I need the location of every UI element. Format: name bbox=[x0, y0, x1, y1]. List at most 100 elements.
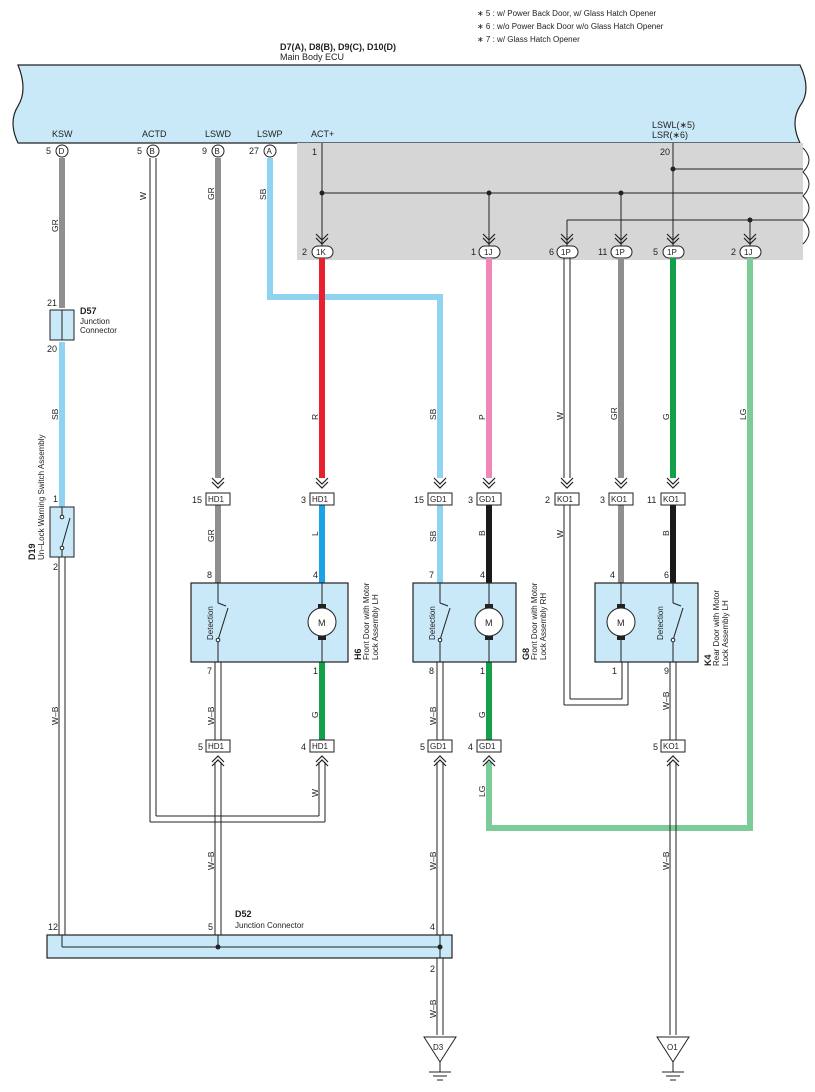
svg-text:4: 4 bbox=[301, 742, 306, 752]
svg-text:4: 4 bbox=[610, 570, 615, 580]
svg-text:1K: 1K bbox=[316, 248, 326, 257]
svg-text:Front Door with Motor: Front Door with Motor bbox=[530, 582, 539, 660]
wire-lbl-w2: W bbox=[555, 412, 565, 420]
wire-lbl-b1: B bbox=[477, 530, 487, 536]
h6-motor-icon: M bbox=[318, 618, 326, 628]
ecu-name: Main Body ECU bbox=[280, 52, 344, 62]
svg-text:11: 11 bbox=[598, 247, 607, 257]
svg-text:1J: 1J bbox=[744, 248, 752, 257]
svg-text:7: 7 bbox=[207, 666, 212, 676]
wire-lbl-p: P bbox=[477, 414, 487, 420]
svg-text:2: 2 bbox=[302, 247, 307, 257]
svg-text:1: 1 bbox=[480, 666, 485, 676]
wire-lbl-lg: LG bbox=[738, 409, 748, 420]
svg-text:9: 9 bbox=[664, 666, 669, 676]
svg-text:20: 20 bbox=[47, 344, 57, 354]
wire-lbl-lg2: LG bbox=[477, 786, 487, 797]
svg-text:Detection: Detection bbox=[206, 606, 215, 640]
svg-text:D57: D57 bbox=[80, 306, 97, 316]
svg-text:4: 4 bbox=[430, 922, 435, 932]
svg-text:Lock Assembly LH: Lock Assembly LH bbox=[721, 600, 730, 666]
svg-text:Detection: Detection bbox=[656, 606, 665, 640]
svg-text:8: 8 bbox=[207, 570, 212, 580]
svg-text:D52: D52 bbox=[235, 909, 252, 919]
svg-text:GD1: GD1 bbox=[479, 742, 496, 751]
svg-text:H6: H6 bbox=[353, 648, 363, 660]
term-ksw: KSW bbox=[52, 129, 73, 139]
wire-lbl-wb2: W–B bbox=[428, 706, 438, 725]
wire-lbl-b2: B bbox=[661, 530, 671, 536]
svg-text:4: 4 bbox=[480, 570, 485, 580]
svg-text:5: 5 bbox=[653, 247, 658, 257]
inline-1p-5: 5 1P bbox=[653, 245, 685, 259]
wire-lbl-d19: W–B bbox=[50, 706, 60, 725]
svg-text:Junction Connector: Junction Connector bbox=[235, 921, 304, 930]
svg-text:D3: D3 bbox=[433, 1043, 444, 1052]
term-lswd: LSWD bbox=[205, 129, 232, 139]
svg-text:GD1: GD1 bbox=[479, 495, 496, 504]
svg-text:21: 21 bbox=[47, 298, 57, 308]
svg-text:3: 3 bbox=[468, 495, 473, 505]
hd1-upper-3: 3 HD1 bbox=[301, 492, 335, 506]
d19-switch: 1 2 D19 Un–Lock Warning Switch Assembly bbox=[27, 434, 75, 572]
svg-text:5: 5 bbox=[198, 742, 203, 752]
pin-ksw: 5 bbox=[46, 146, 51, 156]
svg-text:2: 2 bbox=[430, 964, 435, 974]
svg-text:K4: K4 bbox=[703, 654, 713, 666]
svg-text:HD1: HD1 bbox=[208, 742, 225, 751]
pin-actd: 5 bbox=[137, 146, 142, 156]
wire-lbl-actd: W bbox=[138, 192, 148, 200]
svg-text:Connector: Connector bbox=[80, 326, 117, 335]
wire-lbl-wb1: W–B bbox=[206, 706, 216, 725]
svg-text:2: 2 bbox=[53, 562, 58, 572]
wire-lbl-sb2: SB bbox=[428, 408, 438, 420]
wire-lbl-gr3: GR bbox=[206, 529, 216, 542]
note-5: ∗ 5 : w/ Power Back Door, w/ Glass Hatch… bbox=[477, 9, 657, 18]
wire-lbl-w4: W bbox=[310, 789, 320, 797]
inline-1j: 1 1J bbox=[471, 245, 501, 259]
conn-lswd: B bbox=[215, 147, 220, 156]
svg-text:1P: 1P bbox=[615, 248, 625, 257]
term-actd: ACTD bbox=[142, 129, 167, 139]
gd1-upper-15: 15 GD1 bbox=[414, 492, 453, 506]
svg-text:KO1: KO1 bbox=[663, 495, 680, 504]
gd1-upper-3: 3 GD1 bbox=[468, 492, 502, 506]
k4-door-lock: 4 6 M Detection 1 9 K4 Rear Door with Mo… bbox=[594, 570, 730, 676]
term-act: ACT+ bbox=[311, 129, 334, 139]
svg-text:1P: 1P bbox=[667, 248, 677, 257]
svg-text:1: 1 bbox=[313, 666, 318, 676]
svg-text:KO1: KO1 bbox=[611, 495, 628, 504]
svg-text:HD1: HD1 bbox=[312, 742, 329, 751]
svg-text:7: 7 bbox=[429, 570, 434, 580]
ko1-upper-11: 11 KO1 bbox=[647, 492, 686, 506]
svg-text:1P: 1P bbox=[561, 248, 571, 257]
svg-text:HD1: HD1 bbox=[312, 495, 329, 504]
svg-text:KO1: KO1 bbox=[557, 495, 574, 504]
term-lswl: LSWL(∗5) bbox=[652, 120, 695, 130]
d52-junction-connector: D52 Junction Connector 12 5 4 2 bbox=[46, 909, 453, 974]
svg-text:3: 3 bbox=[301, 495, 306, 505]
svg-text:11: 11 bbox=[647, 495, 656, 505]
svg-text:1: 1 bbox=[471, 247, 476, 257]
svg-text:Detection: Detection bbox=[428, 606, 437, 640]
wire-lbl-gr2: GR bbox=[609, 407, 619, 420]
gray-panel bbox=[297, 143, 803, 260]
term-lsr: LSR(∗6) bbox=[652, 130, 688, 140]
svg-text:4: 4 bbox=[468, 742, 473, 752]
svg-text:Junction: Junction bbox=[80, 317, 110, 326]
svg-text:Lock Assembly RH: Lock Assembly RH bbox=[539, 593, 548, 660]
wire-lbl-wb4: W–B bbox=[206, 851, 216, 870]
svg-text:2: 2 bbox=[545, 495, 550, 505]
svg-text:1: 1 bbox=[612, 666, 617, 676]
hd1-upper-15: 15 HD1 bbox=[192, 492, 231, 506]
wire-lbl-l: L bbox=[310, 531, 320, 536]
wire-lbl-wb3: W–B bbox=[661, 691, 671, 710]
svg-text:15: 15 bbox=[192, 495, 202, 505]
k4-motor-icon: M bbox=[617, 618, 625, 628]
wire-lbl-w3: W bbox=[555, 530, 565, 538]
conn-lswp: A bbox=[267, 147, 273, 156]
svg-text:2: 2 bbox=[731, 247, 736, 257]
svg-text:GD1: GD1 bbox=[430, 742, 447, 751]
svg-text:Lock Assembly LH: Lock Assembly LH bbox=[371, 594, 380, 660]
svg-text:HD1: HD1 bbox=[208, 495, 225, 504]
